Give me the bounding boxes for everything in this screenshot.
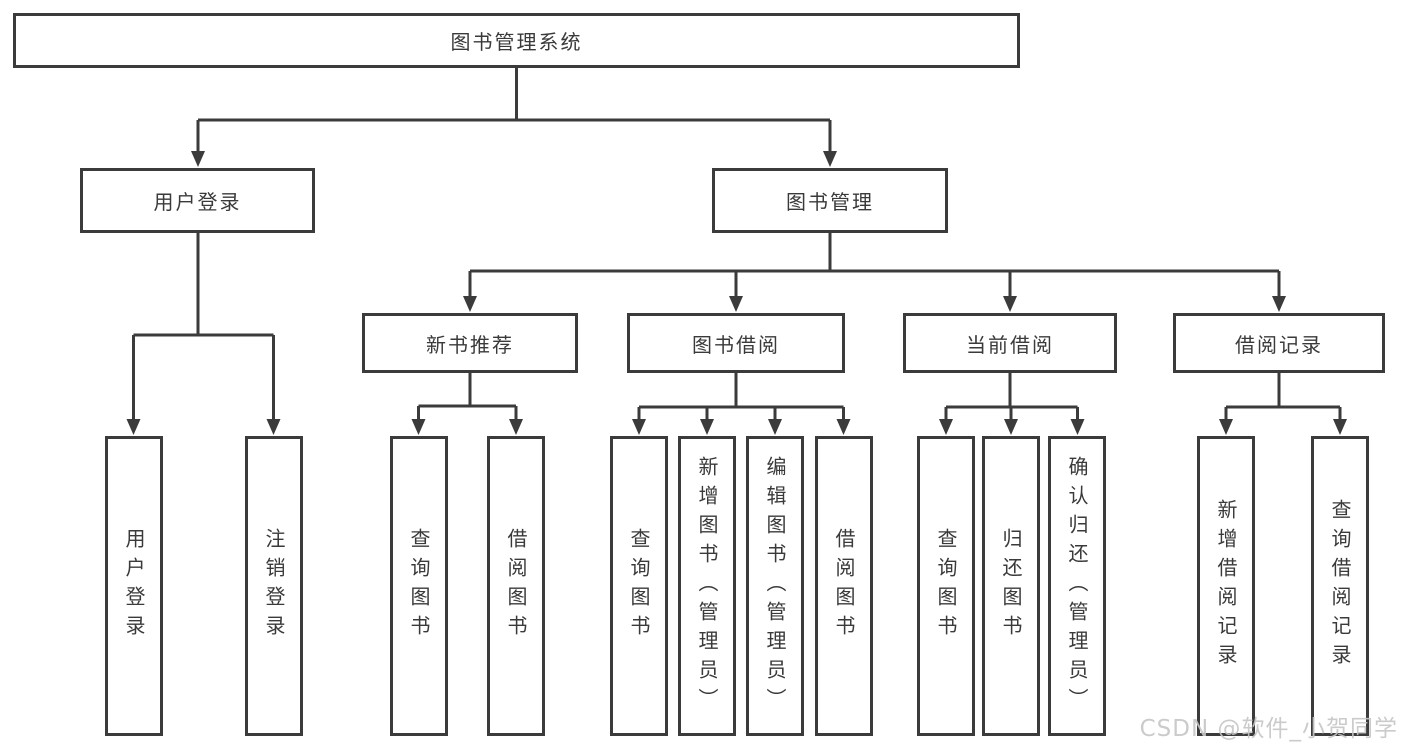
- leaf-br-query-record: 查询借阅记录: [1311, 436, 1369, 736]
- node-label: 图书借阅: [692, 332, 780, 357]
- node-book-management: 图书管理: [712, 168, 948, 233]
- leaf-label: 编辑图书（管理员）: [763, 455, 787, 717]
- leaf-bb-query-book: 查询图书: [610, 436, 668, 736]
- leaf-label: 借阅图书: [832, 528, 856, 644]
- leaf-br-add-record: 新增借阅记录: [1197, 436, 1255, 736]
- leaf-label: 查询借阅记录: [1328, 499, 1352, 673]
- leaf-bb-borrow-book: 借阅图书: [815, 436, 873, 736]
- node-label: 图书管理: [786, 190, 874, 214]
- leaf-label: 查询图书: [407, 528, 431, 644]
- leaf-bb-edit-book-admin: 编辑图书（管理员）: [746, 436, 804, 736]
- node-current-borrow: 当前借阅: [903, 313, 1117, 373]
- node-book-borrow: 图书借阅: [627, 313, 845, 373]
- node-label: 当前借阅: [966, 332, 1054, 357]
- node-new-book-recommend: 新书推荐: [362, 313, 578, 373]
- leaf-label: 借阅图书: [504, 528, 528, 644]
- node-label: 图书管理系统: [450, 30, 583, 54]
- leaf-label: 新增图书（管理员）: [695, 455, 719, 717]
- csdn-watermark: CSDN @软件_小贺同学: [1139, 716, 1398, 742]
- node-root-library-system: 图书管理系统: [13, 13, 1020, 68]
- leaf-label: 确认归还（管理员）: [1065, 455, 1089, 717]
- leaf-logout: 注销登录: [245, 436, 303, 736]
- node-label: 用户登录: [153, 190, 242, 214]
- node-label: 新书推荐: [426, 332, 514, 357]
- leaf-cb-confirm-return-admin: 确认归还（管理员）: [1048, 436, 1106, 736]
- leaf-cb-return-book: 归还图书: [982, 436, 1040, 736]
- leaf-label: 新增借阅记录: [1214, 499, 1238, 673]
- leaf-cb-query-book: 查询图书: [917, 436, 975, 736]
- leaf-label: 用户登录: [122, 528, 146, 644]
- leaf-nbr-query-book: 查询图书: [390, 436, 448, 736]
- leaf-bb-add-book-admin: 新增图书（管理员）: [678, 436, 736, 736]
- leaf-label: 查询图书: [627, 528, 651, 644]
- leaf-nbr-borrow-book: 借阅图书: [487, 436, 545, 736]
- node-user-login: 用户登录: [80, 168, 315, 233]
- node-borrow-record: 借阅记录: [1173, 313, 1385, 373]
- leaf-user-login: 用户登录: [105, 436, 163, 736]
- node-label: 借阅记录: [1235, 332, 1323, 357]
- arrowhead-icons: [126, 151, 1347, 435]
- leaf-label: 注销登录: [262, 528, 286, 644]
- leaf-label: 查询图书: [934, 528, 958, 644]
- leaf-label: 归还图书: [999, 528, 1023, 644]
